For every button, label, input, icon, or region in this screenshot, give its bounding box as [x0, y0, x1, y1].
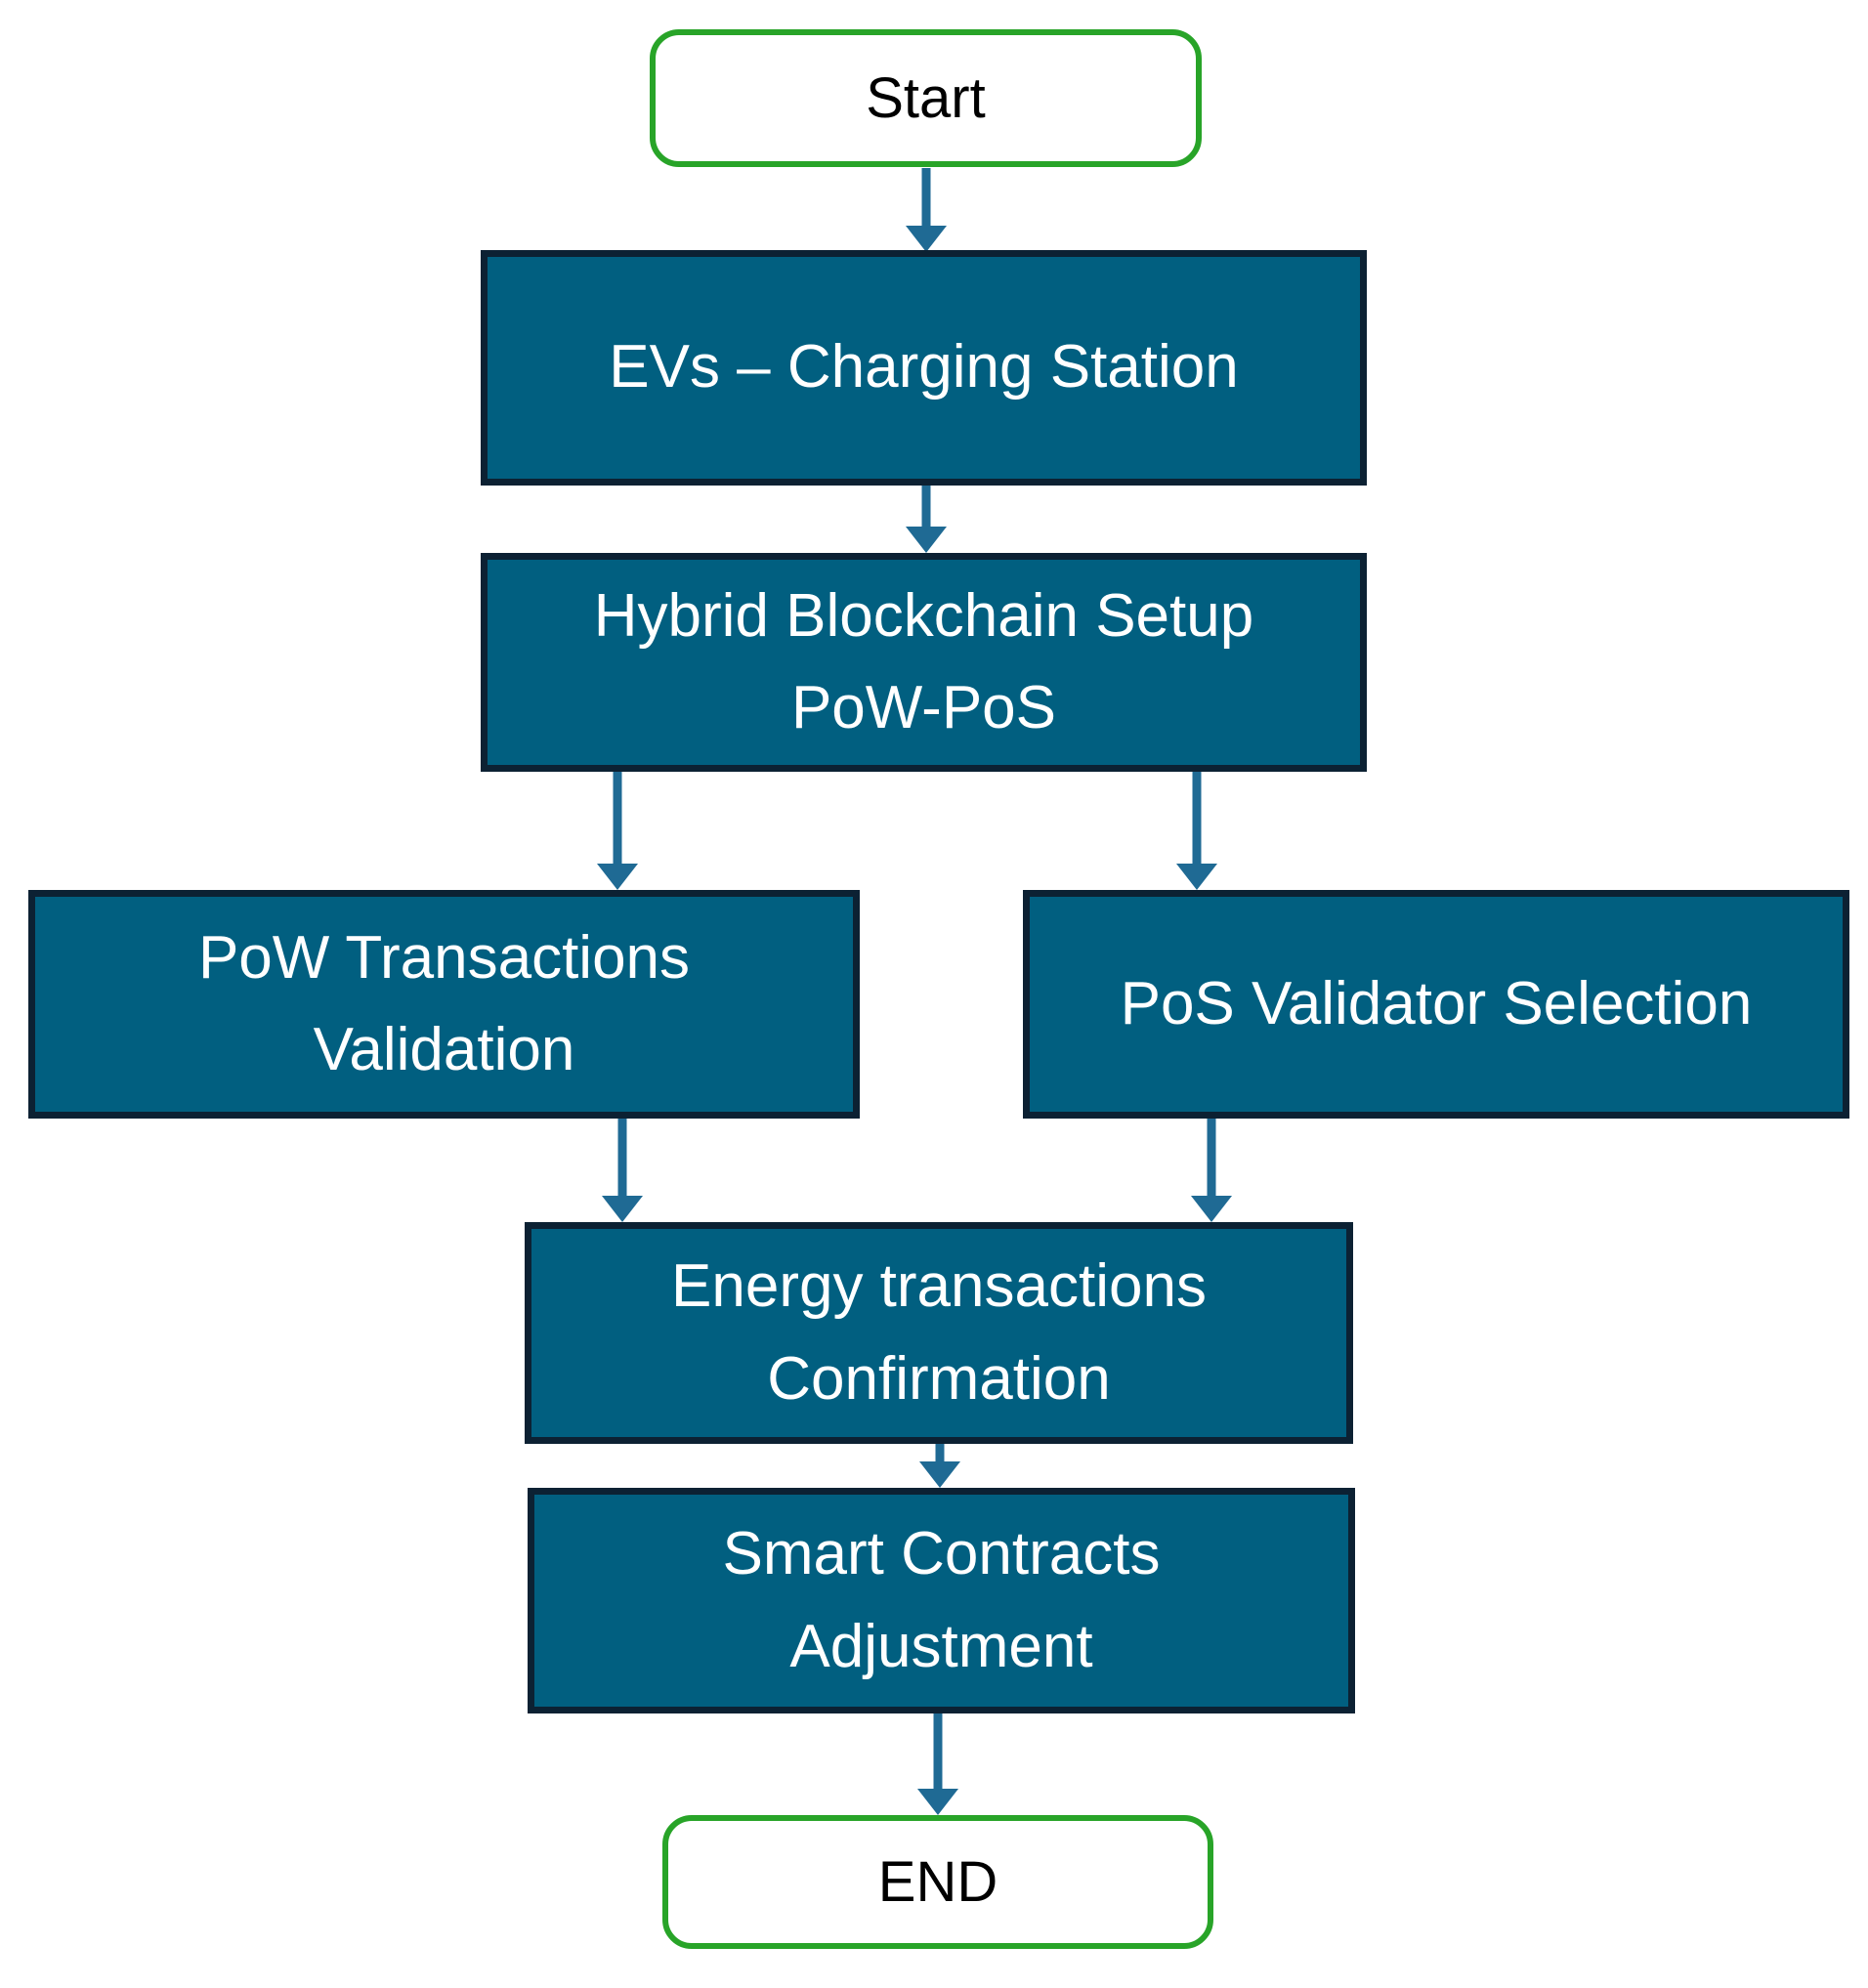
arrow-stem: [921, 168, 931, 226]
smart-contracts-adjustment-node: Smart Contracts Adjustment: [528, 1488, 1355, 1713]
arrow-stem: [613, 772, 622, 864]
arrow-head-icon: [906, 527, 947, 553]
pos-validator-selection-node: PoS Validator Selection: [1023, 890, 1849, 1119]
arrow-pow-to-energy: [602, 1119, 643, 1222]
node-label: PoS Validator Selection: [1120, 969, 1753, 1037]
arrow-head-icon: [919, 1461, 960, 1488]
arrow-stem: [935, 1444, 945, 1461]
arrow-hybrid-to-pow: [597, 772, 638, 890]
start-node: Start: [650, 29, 1202, 167]
arrow-stem: [921, 486, 931, 527]
arrow-energy-to-smart: [919, 1444, 960, 1488]
arrow-head-icon: [597, 864, 638, 890]
node-label: END: [877, 1849, 998, 1914]
arrow-stem: [933, 1713, 943, 1789]
node-label-line1: Smart Contracts: [722, 1520, 1161, 1588]
arrow-head-icon: [602, 1196, 643, 1222]
node-label-line1: Energy transactions: [671, 1252, 1207, 1321]
arrow-pos-to-energy: [1191, 1119, 1232, 1222]
energy-transactions-confirmation-node: Energy transactions Confirmation: [525, 1222, 1353, 1444]
node-label-line2: Confirmation: [767, 1344, 1111, 1413]
arrow-head-icon: [1191, 1196, 1232, 1222]
pow-transactions-validation-node: PoW Transactions Validation: [28, 890, 860, 1119]
node-label: EVs – Charging Station: [609, 333, 1239, 402]
hybrid-blockchain-setup-node: Hybrid Blockchain Setup PoW-PoS: [481, 553, 1367, 772]
arrow-stem: [617, 1119, 627, 1196]
node-label-line2: PoW-PoS: [790, 674, 1057, 741]
node-label-line1: Hybrid Blockchain Setup: [593, 581, 1254, 650]
node-label-line1: PoW Transactions: [197, 923, 691, 992]
end-node: END: [662, 1815, 1213, 1949]
node-label-line2: Adjustment: [789, 1612, 1093, 1680]
node-label: Start: [866, 65, 986, 130]
arrow-evs-to-hybrid: [906, 486, 947, 553]
arrow-smart-to-end: [917, 1713, 958, 1815]
arrow-hybrid-to-pos: [1176, 772, 1217, 890]
arrow-head-icon: [1176, 864, 1217, 890]
arrow-head-icon: [906, 226, 947, 252]
arrow-stem: [1207, 1119, 1216, 1196]
node-label-line2: Validation: [313, 1016, 575, 1083]
arrow-head-icon: [917, 1789, 958, 1815]
arrow-start-to-evs: [906, 168, 947, 252]
arrow-stem: [1192, 772, 1202, 864]
evs-charging-station-node: EVs – Charging Station: [481, 250, 1367, 486]
